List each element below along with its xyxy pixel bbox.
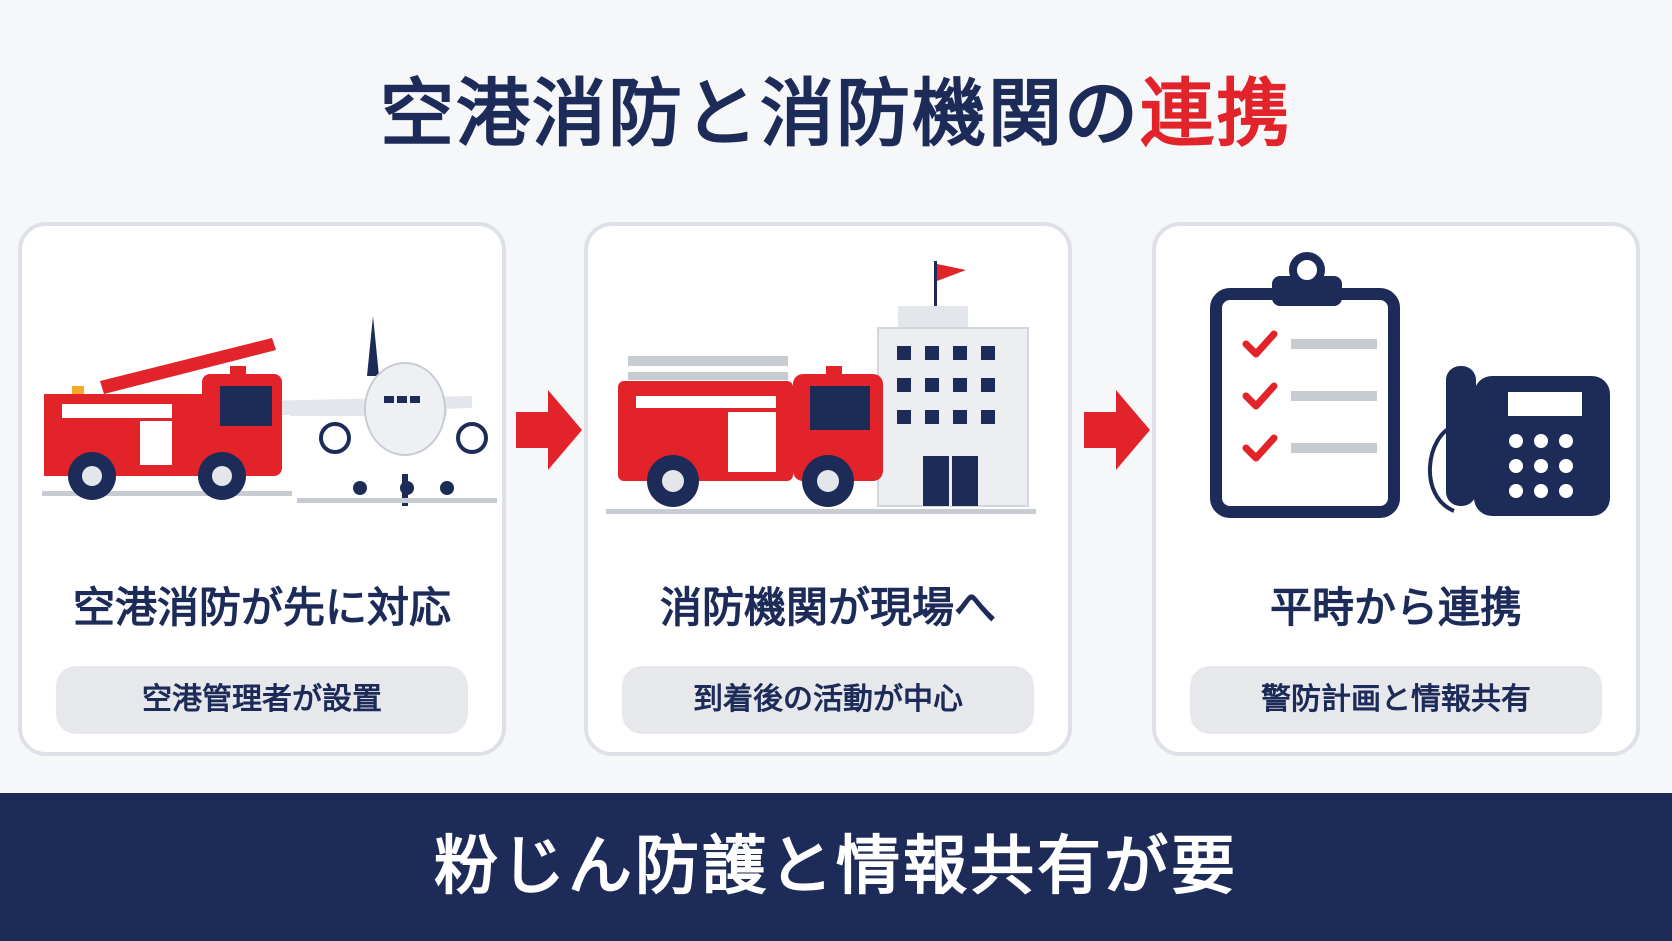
title-accent: 連携 [1140, 71, 1292, 157]
step-subtitle-pill: 到着後の活動が中心 [622, 666, 1034, 734]
step-card-airport-fire: 空港消防が先に対応 空港管理者が設置 [18, 222, 506, 756]
step-subtitle-pill: 警防計画と情報共有 [1190, 666, 1602, 734]
step-heading: 空港消防が先に対応 [72, 583, 451, 632]
flow-arrow-icon [1084, 390, 1150, 470]
fire-truck-icon [618, 356, 883, 507]
telephone-icon [1428, 366, 1610, 516]
flow-arrow-icon [516, 390, 582, 470]
checklist-clipboard-icon [1210, 252, 1400, 518]
key-message-banner: 粉じん防護と情報共有が要 [0, 793, 1672, 941]
step-subtitle-pill: 空港管理者が設置 [56, 666, 468, 734]
title-main: 空港消防と消防機関の [380, 71, 1140, 157]
page-title: 空港消防と消防機関の連携 [0, 70, 1672, 159]
step-card-fire-department: 消防機関が現場へ 到着後の活動が中心 [584, 222, 1072, 756]
airplane-icon [262, 316, 497, 506]
airport-fire-illustration [42, 316, 497, 506]
fire-station-building-icon [606, 261, 1036, 514]
fire-department-illustration [606, 261, 1036, 514]
coordination-illustration [1210, 252, 1610, 518]
step-heading: 平時から連携 [1269, 583, 1522, 632]
step-heading: 消防機関が現場へ [659, 583, 996, 632]
fire-truck-icon [42, 338, 292, 500]
step-card-coordination: 平時から連携 警防計画と情報共有 [1152, 222, 1640, 756]
